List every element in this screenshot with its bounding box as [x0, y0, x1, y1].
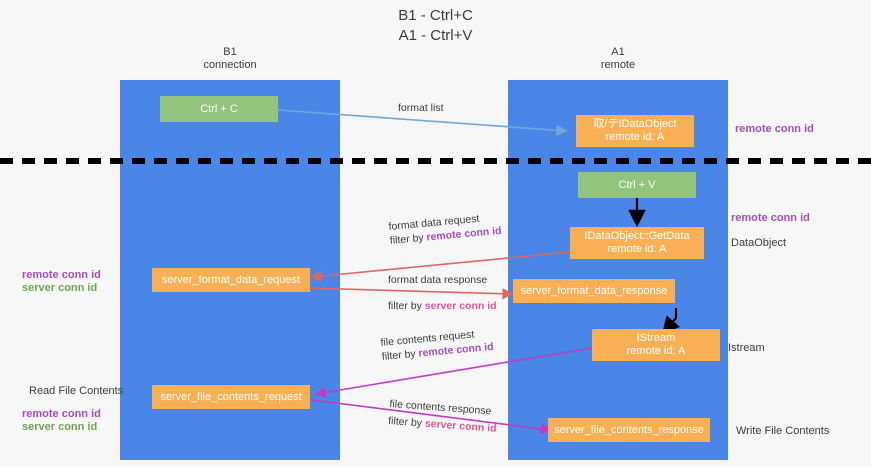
- edge-format-data-response-filter-prefix: filter by: [388, 300, 425, 312]
- annotation-left-server-conn-id-2: server conn id: [22, 421, 98, 433]
- lane-header-a1: A1 remote: [508, 46, 728, 72]
- lane-a1-name: A1: [611, 46, 625, 58]
- box-server-file-contents-response[interactable]: server_file_contents_response: [548, 418, 710, 442]
- annotation-read-file-contents: Read File Contents: [29, 385, 124, 397]
- edge-format-data-response-filter-value: server conn id: [424, 300, 497, 312]
- box-ctrl-v[interactable]: Ctrl + V: [578, 172, 696, 198]
- title-line-1: B1 - Ctrl+C: [398, 7, 473, 24]
- box-idataobject-remote-line1: 取/テIDataObject: [593, 118, 677, 130]
- box-idataobject-getdata[interactable]: IDataObject::GetData remote id: A: [570, 227, 704, 259]
- annotation-dataobject: DataObject: [731, 237, 787, 249]
- lane-a1-role: remote: [600, 59, 636, 71]
- edge-label-format-data-response: format data response filter by server co…: [388, 273, 497, 313]
- edge-file-contents-request-filter-prefix: filter by: [381, 347, 420, 363]
- edge-format-data-response-filter: filter by server conn id: [388, 299, 497, 313]
- box-server-file-contents-response-label: server_file_contents_response: [554, 423, 704, 436]
- box-ctrl-c[interactable]: Ctrl + C: [160, 96, 278, 122]
- annotation-write-file-contents: Write File Contents: [736, 425, 830, 437]
- box-server-format-data-request[interactable]: server_format_data_request: [152, 268, 310, 292]
- box-server-format-data-request-label: server_format_data_request: [161, 273, 301, 286]
- box-server-file-contents-request[interactable]: server_file_contents_request: [152, 385, 310, 409]
- edge-file-contents-response-filter-prefix: filter by: [387, 414, 426, 430]
- box-server-format-data-response[interactable]: server_format_data_response: [513, 279, 675, 303]
- edge-format-data-request-filter-prefix: filter by: [389, 231, 428, 247]
- box-ctrl-v-label: Ctrl + V: [618, 178, 656, 191]
- edge-file-contents-response-filter-value: server conn id: [424, 417, 497, 435]
- edge-label-format-data-request: format data request filter by remote con…: [388, 210, 502, 248]
- annotation-left-remote-conn-id: remote conn id: [22, 269, 101, 281]
- box-getdata-line2: remote id: A: [607, 243, 667, 255]
- box-idataobject-remote-line2: remote id: A: [605, 131, 665, 143]
- title-line-2: A1 - Ctrl+V: [398, 27, 473, 44]
- lane-b1-name: B1: [223, 46, 237, 58]
- edge-format-list-text: format list: [398, 102, 444, 114]
- box-istream-line2: remote id: A: [626, 345, 686, 357]
- edge-format-data-response-text: format data response: [388, 274, 488, 286]
- annotation-remote-conn-id-mid: remote conn id: [731, 212, 810, 224]
- annotation-remote-conn-id-top: remote conn id: [735, 123, 814, 135]
- edge-label-file-contents-response: file contents response filter by server …: [388, 397, 499, 436]
- edge-label-format-list: format list: [398, 101, 444, 115]
- lane-b1-role: connection: [203, 59, 257, 71]
- edge-label-file-contents-request: file contents request filter by remote c…: [380, 326, 494, 364]
- box-istream[interactable]: IStream remote id: A: [592, 329, 720, 361]
- annotation-istream: Istream: [728, 342, 765, 354]
- box-server-format-data-response-label: server_format_data_response: [520, 284, 668, 297]
- annotation-left-server-conn-id: server conn id: [22, 282, 98, 294]
- page-title: B1 - Ctrl+C A1 - Ctrl+V: [0, 6, 871, 46]
- box-getdata-line1: IDataObject::GetData: [584, 230, 690, 242]
- box-istream-line1: IStream: [636, 332, 676, 344]
- annotation-left-remote-conn-id-2: remote conn id: [22, 408, 101, 420]
- box-server-file-contents-request-label: server_file_contents_request: [160, 390, 302, 403]
- lane-header-b1: B1 connection: [120, 46, 340, 72]
- box-ctrl-c-label: Ctrl + C: [200, 102, 238, 115]
- box-idataobject-remote[interactable]: 取/テIDataObject remote id: A: [576, 115, 694, 147]
